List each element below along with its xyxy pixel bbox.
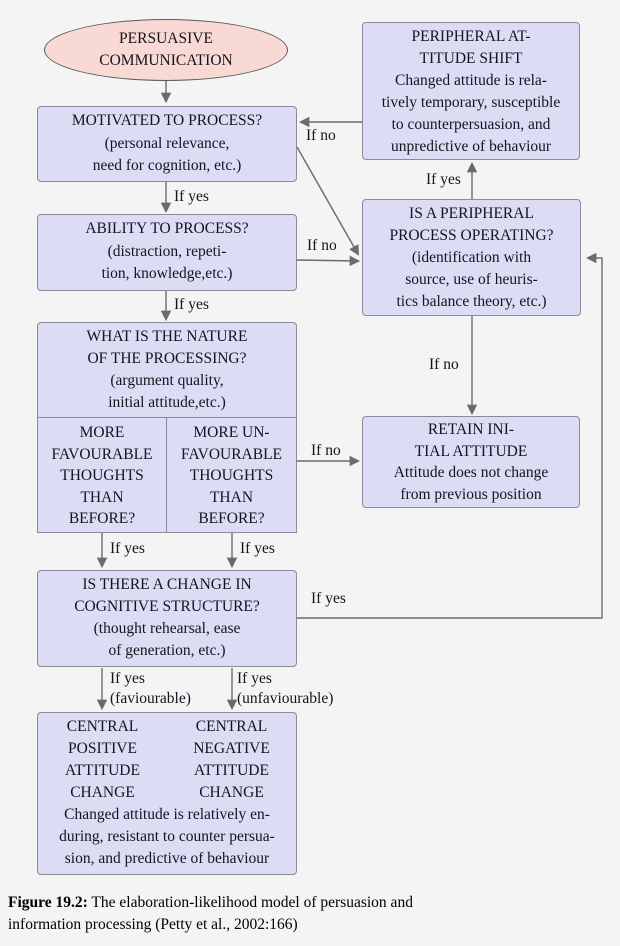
node-line: Attitude does not change bbox=[393, 464, 549, 481]
node-nature-of-processing: WHAT IS THE NATURE OF THE PROCESSING? (a… bbox=[37, 322, 297, 418]
caption-line: Figure 19.2: The elaboration-likelihood … bbox=[8, 892, 568, 914]
node-central-attitude-change: CENTRAL POSITIVE ATTITUDE CHANGE CENTRAL… bbox=[37, 712, 297, 875]
node-line: tics balance theory, etc.) bbox=[396, 293, 547, 310]
node-line: of generation, etc.) bbox=[108, 642, 226, 659]
edge-label-motivated-if-yes: If yes bbox=[174, 188, 209, 205]
node-line: COMMUNICATION bbox=[99, 52, 233, 69]
node-line: CHANGE bbox=[199, 784, 264, 801]
node-line: IS A PERIPHERAL bbox=[409, 205, 534, 222]
edge-label-ability-if-no: If no bbox=[307, 237, 337, 254]
edge-label-unfavourable-if-yes: If yes bbox=[240, 540, 275, 557]
edge-label-line: If yes bbox=[110, 670, 145, 687]
caption-figure-number: Figure 19.2: bbox=[8, 894, 88, 911]
node-line: CHANGE bbox=[70, 784, 135, 801]
node-line: CENTRAL bbox=[66, 718, 139, 735]
central-negative-column: CENTRAL NEGATIVE ATTITUDE CHANGE bbox=[167, 716, 296, 804]
edge-label-line: (unfaviourable) bbox=[237, 690, 334, 707]
node-line: Changed attitude is rela- bbox=[395, 72, 547, 89]
node-line: ABILITY TO PROCESS? bbox=[85, 220, 249, 237]
node-is-peripheral-process-operating: IS A PERIPHERAL PROCESS OPERATING? (iden… bbox=[362, 199, 581, 316]
node-line: NEGATIVE bbox=[193, 740, 270, 757]
node-line: TITUDE SHIFT bbox=[419, 50, 523, 67]
node-line: BEFORE? bbox=[198, 510, 265, 527]
figure-caption: Figure 19.2: The elaboration-likelihood … bbox=[8, 892, 568, 936]
node-line: CENTRAL bbox=[195, 718, 268, 735]
edge-label-unfavourable-if-no: If no bbox=[311, 442, 341, 459]
node-line: FAVOURABLE bbox=[51, 445, 153, 463]
node-line: ATTITUDE bbox=[65, 762, 140, 779]
edge-label-peripheral-if-no: If no bbox=[429, 356, 459, 373]
edge-label-cognitive-unfavourable: If yes (unfaviourable) bbox=[237, 669, 333, 709]
node-line: sion, and predictive of behaviour bbox=[64, 850, 270, 867]
node-line: COGNITIVE STRUCTURE? bbox=[74, 598, 260, 615]
node-line: (identification with bbox=[411, 249, 532, 266]
node-line: (argument quality, bbox=[110, 372, 224, 389]
node-line: PROCESS OPERATING? bbox=[389, 227, 554, 244]
node-line: to counterpersuasion, and bbox=[391, 116, 551, 133]
edge-label-line: (faviourable) bbox=[110, 690, 191, 707]
node-line: need for cognition, etc.) bbox=[92, 157, 242, 174]
node-line: THAN bbox=[209, 488, 254, 506]
central-positive-column: CENTRAL POSITIVE ATTITUDE CHANGE bbox=[38, 716, 167, 804]
node-more-unfavourable-thoughts: MORE UN- FAVOURABLE THOUGHTS THAN BEFORE… bbox=[166, 417, 297, 533]
node-line: PERIPHERAL AT- bbox=[411, 28, 531, 45]
node-line: initial attitude,etc.) bbox=[108, 394, 226, 411]
node-line: MOTIVATED TO PROCESS? bbox=[71, 112, 263, 129]
node-line: TIAL ATTITUDE bbox=[414, 442, 528, 460]
edge-label-ability-if-yes: If yes bbox=[174, 296, 209, 313]
edge-label-favourable-if-yes: If yes bbox=[110, 540, 145, 557]
node-line: POSITIVE bbox=[68, 740, 137, 757]
caption-line: information processing (Petty et al., 20… bbox=[8, 916, 298, 933]
start-node-persuasive-communication: PERSUASIVE COMMUNICATION bbox=[44, 19, 288, 81]
node-line: during, resistant to counter persua- bbox=[59, 828, 275, 845]
node-more-favourable-thoughts: MORE FAVOURABLE THOUGHTS THAN BEFORE? bbox=[37, 417, 167, 533]
node-line: ATTITUDE bbox=[194, 762, 269, 779]
node-line: from previous position bbox=[400, 485, 542, 503]
node-line: THOUGHTS bbox=[189, 467, 274, 484]
node-line: MORE UN- bbox=[193, 424, 270, 441]
node-line: MORE bbox=[79, 424, 125, 441]
node-line: WHAT IS THE NATURE bbox=[86, 328, 248, 345]
node-ability-to-process: ABILITY TO PROCESS? (distraction, repeti… bbox=[37, 214, 297, 291]
caption-text: The elaboration-likelihood model of pers… bbox=[91, 894, 413, 911]
node-line: tion, knowledge,etc.) bbox=[101, 265, 233, 282]
edge-label-cognitive-loop-if-yes: If yes bbox=[311, 590, 346, 607]
node-line: unpredictive of behaviour bbox=[390, 138, 552, 155]
node-change-in-cognitive-structure: IS THERE A CHANGE IN COGNITIVE STRUCTURE… bbox=[37, 570, 297, 667]
node-line: RETAIN INI- bbox=[427, 421, 515, 438]
node-line: BEFORE? bbox=[68, 510, 136, 527]
node-line: FAVOURABLE bbox=[180, 445, 283, 463]
node-line: IS THERE A CHANGE IN bbox=[82, 576, 252, 593]
node-line: PERSUASIVE bbox=[119, 30, 213, 47]
edge-label-line: If yes bbox=[237, 670, 272, 687]
node-line: THAN bbox=[80, 488, 124, 506]
node-retain-initial-attitude: RETAIN INI- TIAL ATTITUDE Attitude does … bbox=[362, 416, 580, 508]
edge-label-cognitive-favourable: If yes (faviourable) bbox=[110, 669, 191, 709]
node-line: source, use of heuris- bbox=[405, 271, 538, 288]
node-line: THOUGHTS bbox=[60, 467, 144, 484]
node-line: Changed attitude is relatively en- bbox=[64, 806, 270, 823]
node-motivated-to-process: MOTIVATED TO PROCESS? (personal relevanc… bbox=[37, 106, 297, 182]
node-line: OF THE PROCESSING? bbox=[87, 350, 247, 367]
node-line: (distraction, repeti- bbox=[107, 242, 227, 260]
edge-label-motivated-if-no: If no bbox=[306, 127, 336, 144]
node-peripheral-attitude-shift: PERIPHERAL AT- TITUDE SHIFT Changed atti… bbox=[362, 22, 580, 160]
edge-label-peripheral-if-yes: If yes bbox=[426, 171, 461, 188]
node-line: (personal relevance, bbox=[104, 134, 230, 152]
node-line: (thought rehearsal, ease bbox=[93, 620, 241, 637]
central-columns: CENTRAL POSITIVE ATTITUDE CHANGE CENTRAL… bbox=[38, 716, 296, 804]
node-line: tively temporary, susceptible bbox=[381, 94, 561, 111]
